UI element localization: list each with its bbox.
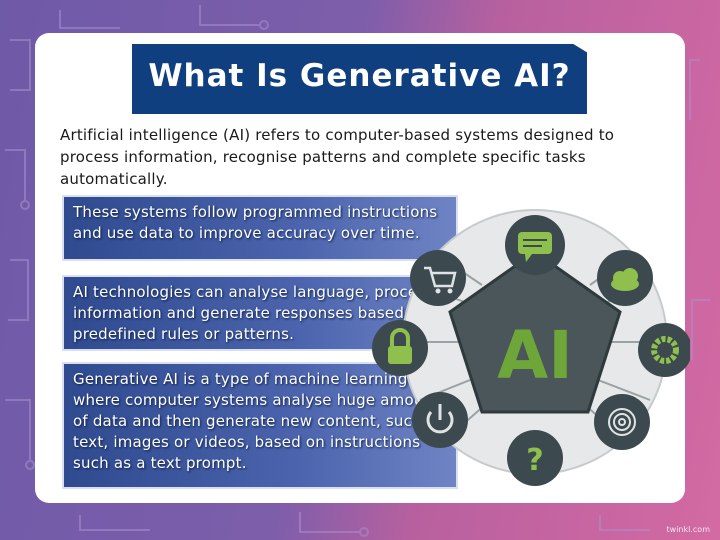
cloud-icon bbox=[597, 250, 653, 306]
info-box-3-text: Generative AI is a type of machine learn… bbox=[73, 370, 448, 472]
page-title: What Is Generative AI? bbox=[148, 58, 571, 94]
power-icon bbox=[412, 392, 468, 448]
info-box-1: These systems follow programmed instruct… bbox=[62, 195, 458, 261]
padlock-icon bbox=[372, 320, 428, 376]
question-mark: ? bbox=[526, 443, 543, 478]
gear-icon bbox=[638, 323, 690, 377]
info-box-1-text: These systems follow programmed instruct… bbox=[73, 203, 438, 242]
fingerprint-icon bbox=[594, 394, 650, 450]
ai-center-label: AI bbox=[497, 317, 573, 394]
info-box-2-text: AI technologies can analyse language, pr… bbox=[73, 283, 434, 343]
intro-paragraph: Artificial intelligence (AI) refers to c… bbox=[60, 126, 615, 188]
ai-pentagon bbox=[448, 250, 622, 414]
title-banner: What Is Generative AI? bbox=[132, 44, 587, 114]
watermark: twinkl.com bbox=[666, 525, 710, 534]
chat-bubble-icon bbox=[505, 215, 565, 275]
shopping-cart-icon bbox=[410, 250, 466, 306]
ai-illustration: AI ? bbox=[372, 209, 690, 486]
question-icon: ? bbox=[507, 430, 563, 486]
info-box-3: Generative AI is a type of machine learn… bbox=[62, 362, 458, 489]
